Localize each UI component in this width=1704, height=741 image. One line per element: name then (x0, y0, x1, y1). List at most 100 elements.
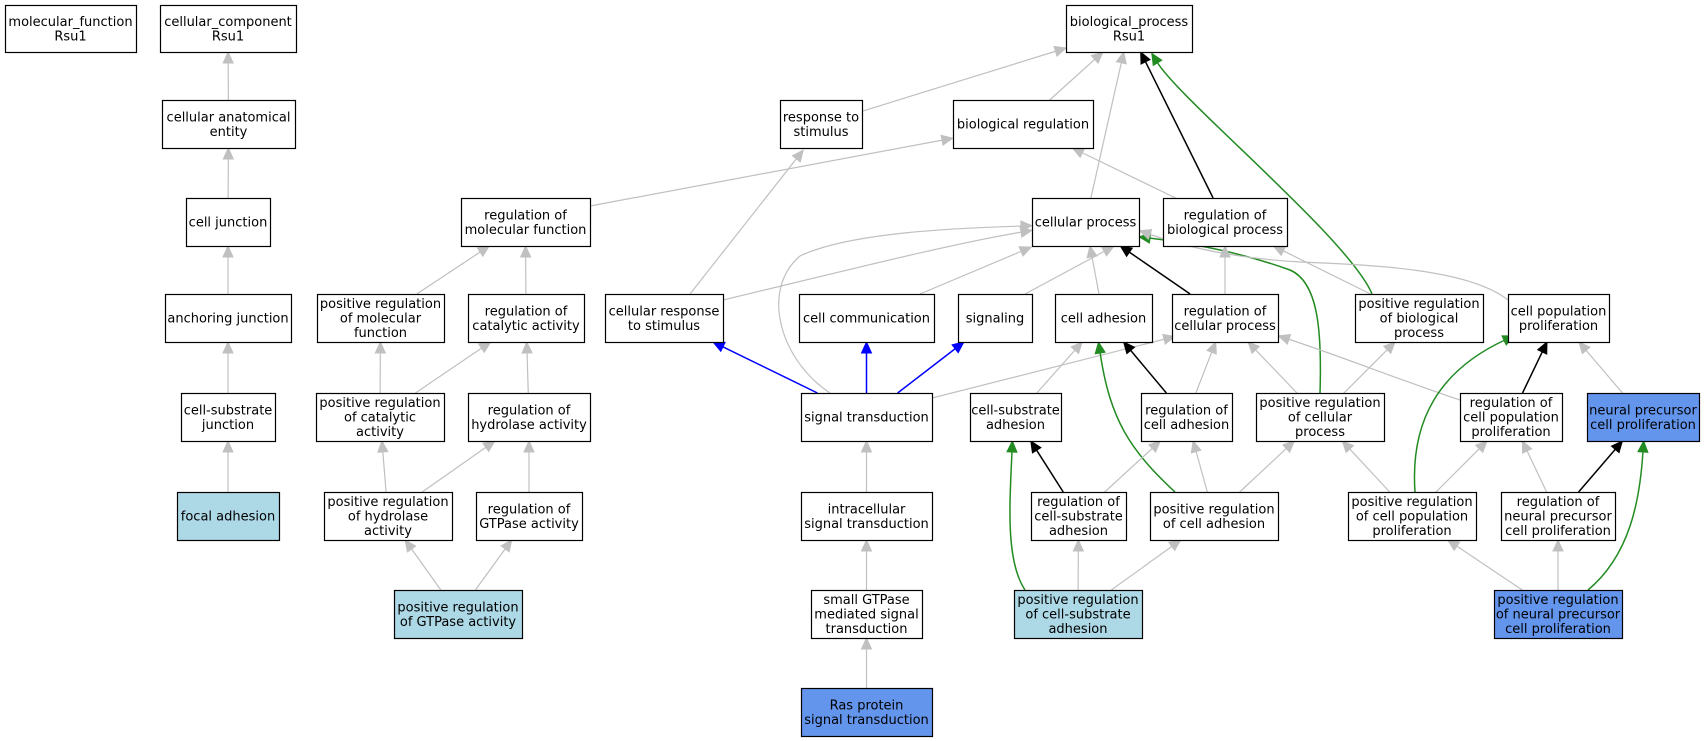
node-label-line: cell adhesion (1061, 312, 1147, 327)
node-label-line: regulation of (1470, 396, 1553, 411)
edge-regulation-of-gtpase-activity-to-regulation-of-hydrolase-activity (523, 439, 535, 492)
node-label-line: activity (356, 425, 404, 440)
node-cell-junction[interactable]: cell junction (185, 197, 272, 248)
node-box (800, 392, 934, 443)
node-signal-transduction[interactable]: signal transduction (800, 392, 934, 443)
node-box (1255, 392, 1386, 443)
node-label-line: regulation of (1517, 495, 1600, 510)
node-signaling[interactable]: signaling (957, 293, 1034, 344)
edge-positive-regulation-of-hydrolase-activity-to-regulation-of-hydrolase-activity (421, 440, 496, 493)
node-label-line: of GTPase activity (400, 615, 517, 630)
node-box (323, 491, 454, 542)
edge-positive-regulation-of-catalytic-activity-to-regulation-of-catalytic-activity (415, 341, 492, 394)
edge-positive-regulation-of-cell-substrate-adhesion-to-positive-regulation-of-cell-adhesion (1110, 539, 1182, 591)
node-biological-regulation[interactable]: biological regulation (952, 99, 1095, 150)
node-box (1013, 589, 1144, 640)
node-label-line: regulation of (1184, 208, 1267, 223)
node-label-line: regulation of (488, 502, 571, 517)
node-box (159, 4, 298, 54)
node-box (161, 99, 297, 150)
edge-neural-precursor-cell-proliferation-to-cell-population-proliferation (1578, 341, 1623, 394)
edge-cell-adhesion-to-cellular-process (1086, 244, 1100, 295)
node-label-line: catalytic activity (472, 319, 580, 334)
edge-small-gtpase-mediated-signal-transduction-to-intracellular-signal-transduction (860, 538, 873, 590)
node-label-line: molecular function (465, 223, 587, 238)
node-cell-adhesion[interactable]: cell adhesion (1054, 293, 1154, 344)
node-label-line: cell proliferation (1505, 524, 1611, 539)
node-label-line: proliferation (1519, 319, 1598, 334)
edge-signal-transduction-to-cellular-process (778, 220, 1034, 394)
node-cell-communication[interactable]: cell communication (798, 293, 936, 344)
node-label-line: Rsu1 (54, 29, 86, 44)
node-label-line: of hydrolase (348, 510, 428, 525)
edge-layer (222, 45, 1649, 688)
node-box (1030, 491, 1128, 542)
node-label-line: junction (201, 418, 254, 433)
edge-cellular-anatomical-entity-to-cellular-component (222, 50, 234, 101)
node-focal-adhesion[interactable]: focal adhesion (176, 491, 281, 542)
node-box (798, 293, 936, 344)
edge-cellular-response-to-stimulus-to-response-to-stimulus (689, 149, 804, 295)
node-cellular-process[interactable]: cellular process (1031, 197, 1141, 248)
node-label-line: cell-substrate (184, 403, 273, 418)
node-box (604, 293, 725, 344)
edge-positive-regulation-of-catalytic-activity-to-positive-regulation-of-molecular-function (374, 340, 387, 394)
node-label-line: activity (364, 524, 412, 539)
edge-regulation-of-cellular-process-to-regulation-of-biological-process (1219, 244, 1231, 294)
edge-positive-regulation-of-neural-precursor-cell-proliferation-to-positive-regulation-of-cell-population-proliferation (1446, 539, 1523, 591)
node-box (1459, 392, 1564, 443)
edge-cell-junction-to-cellular-anatomical-entity (222, 146, 235, 199)
edge-ras-protein-signal-transduction-to-small-gtpase-mediated-signal-transduction (860, 636, 873, 688)
node-anchoring-junction[interactable]: anchoring junction (164, 293, 293, 344)
node-label-line: regulation of (1037, 495, 1120, 510)
edge-cell-communication-to-cellular-process (919, 246, 1033, 295)
node-box (1347, 491, 1478, 542)
node-box (176, 491, 281, 542)
edge-regulation-of-cell-adhesion-to-cell-adhesion (1122, 341, 1167, 394)
edge-regulation-of-catalytic-activity-to-regulation-of-molecular-function (519, 244, 532, 295)
edge-positive-regulation-of-gtpase-activity-to-positive-regulation-of-hydrolase-activity (404, 539, 442, 591)
edge-regulation-of-cell-adhesion-to-regulation-of-cellular-process (1195, 340, 1217, 394)
node-box (1507, 293, 1611, 344)
node-label-line: regulation of (1145, 403, 1228, 418)
edge-regulation-of-hydrolase-activity-to-regulation-of-catalytic-activity (521, 340, 533, 394)
edge-positive-regulation-of-cellular-process-to-regulation-of-cellular-process (1247, 341, 1298, 394)
node-box (460, 197, 592, 248)
edge-positive-regulation-of-cell-population-proliferation-to-positive-regulation-of-cellular-process (1341, 440, 1391, 493)
